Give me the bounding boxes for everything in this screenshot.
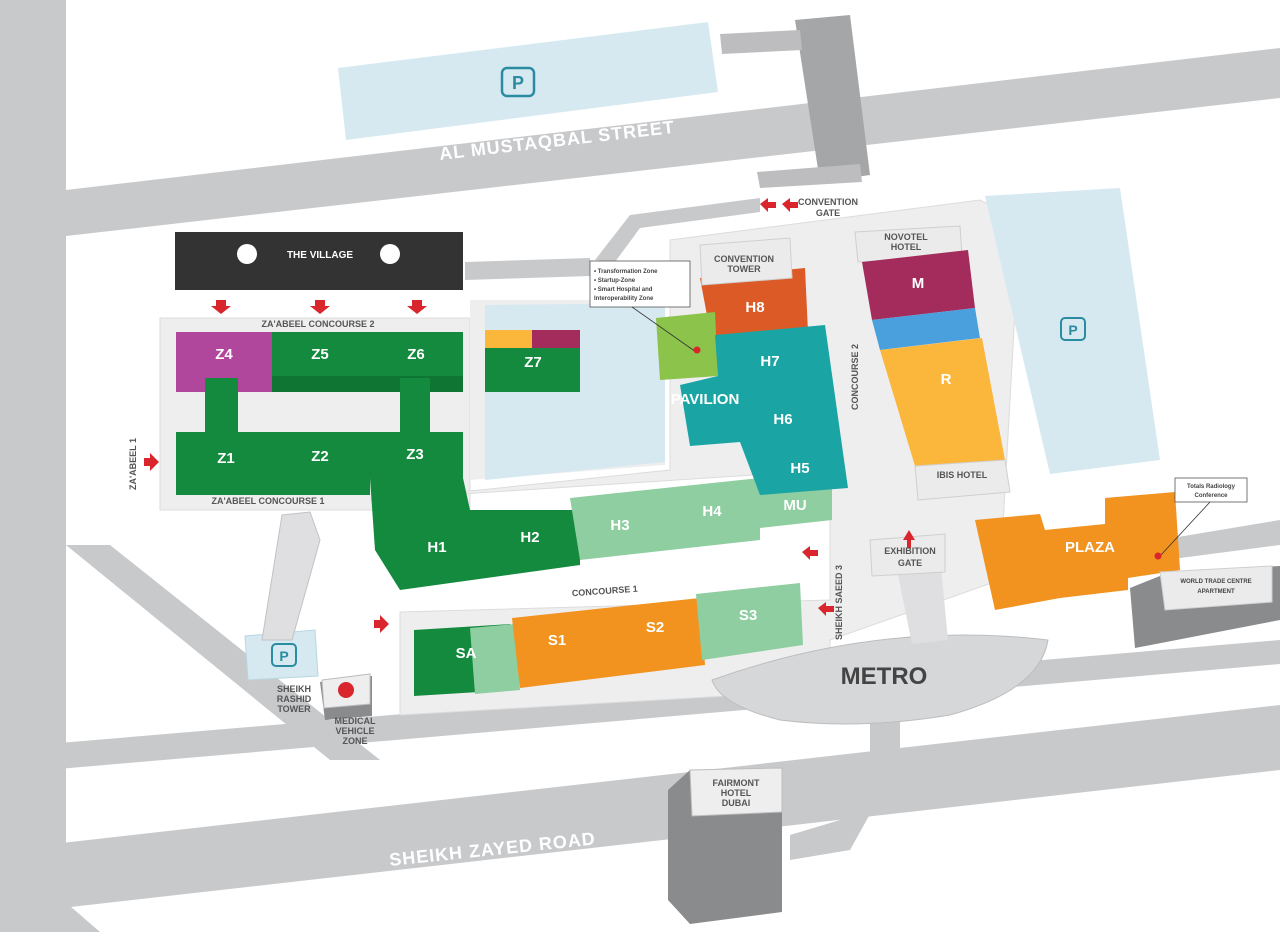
pavilion-callout: • Transformation Zone • Startup-Zone • S… [589, 260, 701, 354]
plaza-label: PLAZA [1065, 539, 1115, 556]
zabeel-concourse-1-label: ZA'ABEEL CONCOURSE 1 [212, 496, 325, 506]
svg-text:Interoperability Zone: Interoperability Zone [594, 296, 654, 302]
convention-tower-label: CONVENTION [714, 254, 774, 264]
hall-m-label: M [912, 275, 925, 292]
ambulance-icon [338, 682, 354, 698]
metro-station[interactable] [711, 634, 1049, 725]
village-label: THE VILLAGE [287, 250, 353, 261]
village-logo-icon [237, 244, 257, 264]
concourse-2-label: CONCOURSE 2 [850, 344, 860, 410]
fairmont-hotel [668, 767, 783, 924]
parking-icon: P [1060, 317, 1086, 341]
hall-h7-label: H7 [760, 353, 779, 370]
s-halls [414, 583, 803, 696]
hall-z1-z3[interactable] [176, 432, 463, 495]
hall-s2-label: S2 [646, 619, 664, 636]
pavilion-label: PAVILION [671, 391, 740, 408]
hall-h2-label: H2 [520, 529, 539, 546]
metro-label: METRO [841, 663, 928, 690]
fairmont-label: DUBAI [722, 798, 751, 808]
hall-h1-label: H1 [427, 539, 446, 556]
plaza[interactable] [975, 492, 1180, 610]
hall-h6-label: H6 [773, 411, 792, 428]
medical-vehicle-zone [320, 673, 372, 720]
concourse-1-label: CONCOURSE 1 [572, 584, 639, 599]
zabeel-halls [176, 330, 580, 495]
hall-h1-h2[interactable] [370, 478, 580, 590]
medical-zone-label: MEDICAL [335, 716, 376, 726]
hall-z2-label: Z2 [311, 448, 329, 465]
medical-zone-label: VEHICLE [335, 726, 374, 736]
svg-text:Conference: Conference [1194, 493, 1228, 499]
left-walkway [261, 511, 321, 641]
zabeel-1-label: ZA'ABEEL 1 [128, 438, 138, 490]
svg-text:• Transformation Zone: • Transformation Zone [594, 269, 658, 275]
svg-text:• Startup-Zone: • Startup-Zone [594, 278, 636, 284]
hall-s3-label: S3 [739, 607, 757, 624]
hall-sa-label: SA [456, 645, 477, 662]
the-village[interactable]: THE VILLAGE [175, 232, 463, 290]
parking-icon: P [500, 66, 536, 98]
pedestrian-bridge [720, 15, 870, 188]
wtc-apartment-label: APARTMENT [1197, 589, 1235, 595]
exhibition-gate-label: EXHIBITION [884, 546, 936, 556]
road-sheikh-saeed: SHEIKH SAEED 3 [834, 565, 844, 640]
hall-s3[interactable] [696, 583, 803, 660]
wtc-apartment-label: WORLD TRADE CENTRE [1180, 579, 1251, 585]
location-pin-icon [1154, 552, 1162, 560]
hall-z1-label: Z1 [217, 450, 235, 467]
plaza-callout: Totals Radiology Conference [1154, 477, 1248, 560]
hall-s1-s2[interactable] [512, 598, 705, 688]
svg-text:P: P [512, 73, 524, 93]
hall-h8[interactable] [700, 268, 808, 342]
hall-s1-label: S1 [548, 632, 566, 649]
hall-z4[interactable] [176, 332, 272, 392]
hall-z6-label: Z6 [407, 346, 425, 363]
hall-mu-label: MU [783, 497, 806, 514]
ibis-label: IBIS HOTEL [937, 470, 988, 480]
hall-h4-label: H4 [702, 503, 722, 520]
hall-h3-label: H3 [610, 517, 629, 534]
hall-z3-label: Z3 [406, 446, 424, 463]
novotel-label: NOVOTEL [884, 232, 928, 242]
svg-text:P: P [1068, 322, 1077, 338]
novotel-label: HOTEL [891, 242, 922, 252]
convention-tower-label: TOWER [727, 264, 761, 274]
hall-r-label: R [941, 371, 952, 388]
hall-z4-label: Z4 [215, 346, 233, 363]
zabeel-concourse-2-label: ZA'ABEEL CONCOURSE 2 [262, 319, 375, 329]
hall-z5-label: Z5 [311, 346, 329, 363]
entry-arrows [144, 198, 915, 633]
sheikh-rashid-label: SHEIKH [277, 684, 311, 694]
exhibition-gate[interactable] [869, 533, 948, 644]
location-pin-icon [693, 346, 701, 354]
metro-walkway [790, 700, 900, 860]
hall-m[interactable] [862, 250, 975, 320]
hall-h3-h4[interactable] [570, 478, 760, 560]
medical-zone-label: ZONE [342, 736, 367, 746]
fairmont-label: HOTEL [721, 788, 752, 798]
fairmont-label: FAIRMONT [713, 778, 760, 788]
novotel-ibis-block [854, 225, 1011, 501]
svg-text:P: P [279, 648, 288, 664]
hall-h8-label: H8 [745, 299, 764, 316]
hall-h5-h7[interactable] [680, 325, 848, 495]
hall-r[interactable] [880, 338, 1005, 466]
sheikh-rashid-label: TOWER [277, 704, 311, 714]
convention-gate-label: GATE [816, 208, 840, 218]
exhibition-gate-label: GATE [898, 558, 922, 568]
wtc-apartment [1130, 565, 1280, 648]
sheikh-rashid-label: RASHID [277, 694, 312, 704]
parking-icon: P [271, 643, 297, 667]
svg-text:• Smart Hospital and: • Smart Hospital and [594, 287, 653, 293]
convention-tower [699, 237, 793, 286]
svg-text:Totals Radiology: Totals Radiology [1187, 484, 1236, 490]
hall-h5-label: H5 [790, 460, 809, 477]
convention-gate-label: CONVENTION [798, 197, 858, 207]
village-logo-icon [380, 244, 400, 264]
main-halls [370, 268, 848, 590]
hall-z7-label: Z7 [524, 354, 542, 371]
